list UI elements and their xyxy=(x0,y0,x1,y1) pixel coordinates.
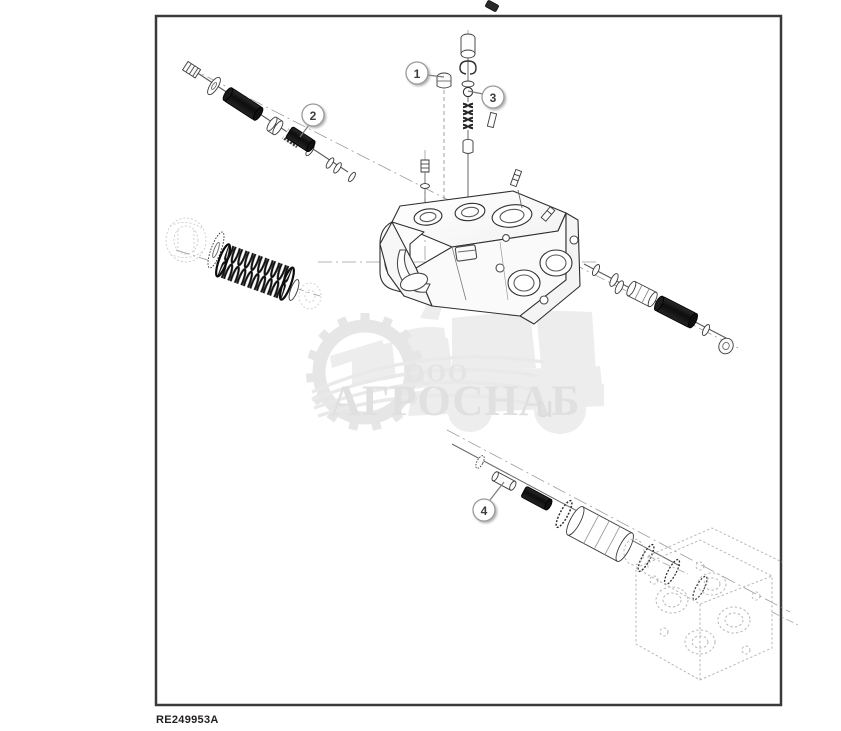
callout-leader-4 xyxy=(489,481,505,501)
body-fasteners xyxy=(486,111,556,222)
ghost-cap xyxy=(165,217,207,263)
top-cap-above-frame xyxy=(460,33,476,59)
watermark-ooo: ООО xyxy=(405,360,469,387)
part-1-plug xyxy=(436,72,452,89)
spool-sleeve xyxy=(566,506,634,562)
callout-4-label: 4 xyxy=(481,504,488,518)
watermark-agrosnab: АГРОСНАБ xyxy=(330,378,580,425)
part-above-frame xyxy=(485,0,499,12)
callout-3[interactable]: 3 xyxy=(481,85,505,109)
left-spring-assembly xyxy=(165,217,322,310)
callout-leader-1 xyxy=(426,74,445,78)
callout-leader-3 xyxy=(467,90,484,95)
callout-3-label: 3 xyxy=(490,91,497,105)
callout-leader-2 xyxy=(299,124,310,138)
vertical-check-stack xyxy=(420,0,499,205)
callout-1[interactable]: 1 xyxy=(405,61,429,85)
right-rod-assembly xyxy=(583,263,734,355)
flange-ports xyxy=(495,234,579,305)
main-coil-spring xyxy=(215,243,295,301)
part-4-stem xyxy=(491,471,517,491)
callout-4[interactable]: 4 xyxy=(472,498,496,522)
callout-2[interactable]: 2 xyxy=(301,103,325,127)
diagram-frame xyxy=(154,14,783,707)
watermark-logo: ООО АГРОСНАБ u xyxy=(305,298,604,434)
ghost-housing-block xyxy=(623,527,801,681)
callout-1-label: 1 xyxy=(414,67,421,81)
lower-spool-assembly xyxy=(451,443,708,601)
part-number-caption: RE249953A xyxy=(156,714,219,726)
valve-body xyxy=(379,190,581,325)
callout-group: 1 2 3 4 xyxy=(299,61,505,522)
valve-bores xyxy=(413,202,533,228)
part-2-sleeve xyxy=(285,126,316,153)
callout-2-label: 2 xyxy=(310,109,317,123)
upper-left-rod-assembly xyxy=(181,60,356,183)
watermark-letter: u xyxy=(536,389,553,424)
